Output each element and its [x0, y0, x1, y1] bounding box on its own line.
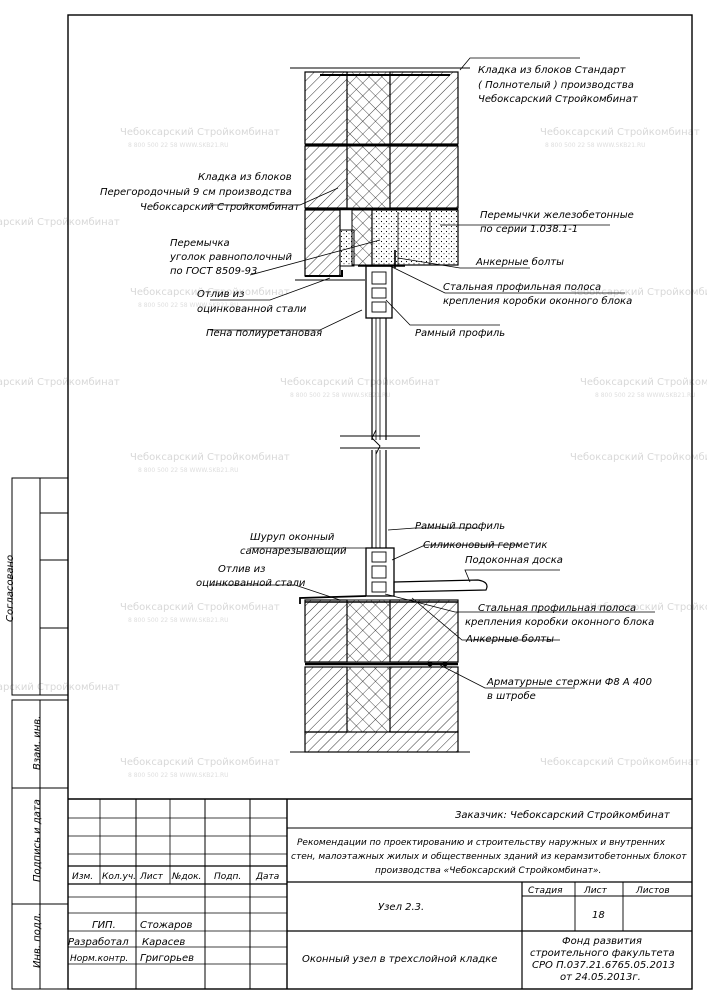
svg-text:Кладка из блоков Стандарт: Кладка из блоков Стандарт — [478, 64, 627, 76]
svg-text:Чебоксарский Стройкомбинат: Чебоксарский Стройкомбинат — [140, 201, 301, 213]
svg-text:Арматурные стержни Ф8 А 400: Арматурные стержни Ф8 А 400 — [486, 677, 652, 688]
svg-text:Рамный профиль: Рамный профиль — [415, 521, 505, 532]
top-wall-section — [290, 67, 470, 281]
svg-text:Лист: Лист — [583, 886, 608, 896]
stamp-inv-replace: Взам. инв. — [32, 716, 43, 770]
side-stamp — [11, 477, 69, 990]
svg-text:Норм.контр.: Норм.контр. — [70, 954, 128, 964]
svg-text:Чебоксарский Стройкомбинат: Чебоксарский Стройкомбинат — [570, 452, 707, 463]
svg-text:Чебоксарский Стройкомбинат: Чебоксарский Стройкомбинат — [130, 287, 290, 298]
svg-text:Фонд развития: Фонд развития — [562, 936, 642, 947]
svg-text:Григорьев: Григорьев — [140, 953, 194, 964]
svg-text:18: 18 — [592, 910, 605, 921]
svg-text:оцинкованной стали: оцинкованной стали — [196, 578, 306, 589]
svg-text:Кладка из блоков: Кладка из блоков — [198, 171, 292, 183]
svg-text:Подп.: Подп. — [214, 872, 241, 882]
svg-text:Чебоксарский Стройкомбинат: Чебоксарский Стройкомбинат — [280, 377, 440, 388]
svg-text:8 800 500 22 58 WWW.SKB21.RU: 8 800 500 22 58 WWW.SKB21.RU — [138, 302, 239, 309]
svg-text:Стожаров: Стожаров — [140, 920, 193, 931]
node-label: Узел 2.3. — [378, 902, 424, 913]
svg-text:по серии 1.038.1-1: по серии 1.038.1-1 — [480, 224, 578, 235]
callouts: Кладка из блоков Стандарт ( Полнотелый )… — [100, 64, 654, 702]
svg-text:Отлив из: Отлив из — [197, 289, 244, 300]
svg-text:Перемычка: Перемычка — [170, 238, 230, 249]
svg-text:Силиконовый герметик: Силиконовый герметик — [423, 540, 547, 551]
svg-text:8 800 500 22 58 WWW.SKB21.RU: 8 800 500 22 58 WWW.SKB21.RU — [595, 392, 696, 399]
svg-text:Отлив из: Отлив из — [218, 564, 265, 575]
svg-text:производства «Чебоксарский Стр: производства «Чебоксарский Стройкомбинат… — [375, 866, 601, 876]
svg-text:СРО П.037.21.6765.05.2013: СРО П.037.21.6765.05.2013 — [532, 960, 675, 971]
svg-text:Стадия: Стадия — [528, 886, 563, 896]
watermark-layer: Чебоксарский Стройкомбинат Чебоксарский … — [0, 127, 707, 779]
svg-text:самонарезывающий: самонарезывающий — [240, 546, 347, 557]
svg-text:Чебоксарский Стройкомбинат: Чебоксарский Стройкомбинат — [570, 287, 707, 298]
svg-text:ГИП.: ГИП. — [92, 920, 116, 931]
svg-text:Перемычки железобетонные: Перемычки железобетонные — [480, 209, 634, 221]
svg-text:8 800 500 22 58 WWW.SKB21.RU: 8 800 500 22 58 WWW.SKB21.RU — [290, 392, 391, 399]
svg-text:стен, малоэтажных жилых и обще: стен, малоэтажных жилых и общественных з… — [291, 852, 687, 862]
svg-text:Чебоксарский Стройкомбинат: Чебоксарский Стройкомбинат — [540, 757, 700, 768]
svg-text:8 800 500 22 58 WWW.SKB21.RU: 8 800 500 22 58 WWW.SKB21.RU — [545, 142, 646, 149]
svg-text:по ГОСТ 8509-93: по ГОСТ 8509-93 — [170, 266, 257, 277]
title-block-text: Заказчик: Чебоксарский Стройкомбинат Рек… — [68, 809, 687, 983]
svg-text:Лист: Лист — [139, 872, 164, 882]
svg-text:Кол.уч.: Кол.уч. — [102, 872, 136, 882]
stamp-sign-date: Подпись и дата — [32, 799, 43, 882]
customer: Заказчик: Чебоксарский Стройкомбинат — [455, 809, 671, 821]
svg-text:Чебоксарский Стройкомбинат: Чебоксарский Стройкомбинат — [478, 93, 639, 105]
svg-text:8 800 500 22 58 WWW.SKB21.RU: 8 800 500 22 58 WWW.SKB21.RU — [128, 772, 229, 779]
svg-text:Подоконная доска: Подоконная доска — [465, 555, 563, 566]
svg-text:№док.: №док. — [171, 872, 201, 882]
svg-text:Анкерные болты: Анкерные болты — [465, 633, 554, 645]
svg-text:Чебоксарский Стройкомбинат: Чебоксарский Стройкомбинат — [0, 217, 120, 228]
svg-text:крепления коробки оконного бло: крепления коробки оконного блока — [443, 295, 632, 307]
svg-text:8 800 500 22 58 WWW.SKB21.RU: 8 800 500 22 58 WWW.SKB21.RU — [128, 142, 229, 149]
svg-text:Чебоксарский Стройкомбинат: Чебоксарский Стройкомбинат — [590, 602, 707, 613]
svg-text:Перегородочный 9 см производст: Перегородочный 9 см производства — [100, 187, 292, 198]
svg-text:Листов: Листов — [635, 886, 670, 896]
svg-text:Чебоксарский Стройкомбинат: Чебоксарский Стройкомбинат — [0, 682, 120, 693]
leader-lines — [205, 57, 655, 689]
drawing-title: Оконный узел в трехслойной кладке — [302, 954, 497, 965]
svg-text:Чебоксарский Стройкомбинат: Чебоксарский Стройкомбинат — [130, 452, 290, 463]
bottom-wall-section — [290, 599, 470, 753]
svg-text:уголок равнополочный: уголок равнополочный — [169, 252, 293, 263]
window-frame — [299, 265, 488, 604]
svg-text:Анкерные болты: Анкерные болты — [475, 256, 564, 268]
svg-text:Разработал: Разработал — [68, 936, 129, 948]
svg-text:Стальная профильная полоса: Стальная профильная полоса — [478, 603, 636, 614]
svg-text:строительного факультета: строительного факультета — [530, 948, 675, 959]
svg-text:Чебоксарский Стройкомбинат: Чебоксарский Стройкомбинат — [120, 127, 280, 138]
stamp-agreed: Согласовано — [5, 555, 16, 622]
svg-text:Чебоксарский Стройкомбинат: Чебоксарский Стройкомбинат — [540, 127, 700, 138]
svg-text:в штробе: в штробе — [487, 690, 536, 702]
svg-text:Рекомендации по проектированию: Рекомендации по проектированию и строите… — [297, 838, 666, 848]
svg-text:оцинкованной стали: оцинкованной стали — [197, 304, 307, 315]
svg-text:Чебоксарский Стройкомбинат: Чебоксарский Стройкомбинат — [0, 377, 120, 388]
svg-text:( Полнотелый ) производства: ( Полнотелый ) производства — [478, 80, 634, 91]
svg-text:Чебоксарский Стройкомбинат: Чебоксарский Стройкомбинат — [120, 757, 280, 768]
svg-text:8 800 500 22 58 WWW.SKB21.RU: 8 800 500 22 58 WWW.SKB21.RU — [138, 467, 239, 474]
svg-text:крепления коробки оконного бло: крепления коробки оконного блока — [465, 616, 654, 628]
svg-text:Чебоксарский Стройкомбинат: Чебоксарский Стройкомбинат — [580, 377, 707, 388]
svg-text:Чебоксарский Стройкомбинат: Чебоксарский Стройкомбинат — [120, 602, 280, 613]
svg-text:Изм.: Изм. — [72, 872, 93, 882]
title-block — [68, 798, 692, 989]
svg-text:Дата: Дата — [255, 872, 279, 882]
svg-text:Карасев: Карасев — [142, 937, 185, 948]
svg-text:Пена полиуретановая: Пена полиуретановая — [206, 328, 322, 339]
stamp-inv-orig: Инв. подл. — [32, 913, 43, 968]
svg-text:от 24.05.2013г.: от 24.05.2013г. — [560, 972, 641, 983]
svg-text:Стальная профильная полоса: Стальная профильная полоса — [443, 282, 601, 293]
svg-text:8 800 500 22 58 WWW.SKB21.RU: 8 800 500 22 58 WWW.SKB21.RU — [128, 617, 229, 624]
svg-text:Шуруп оконный: Шуруп оконный — [250, 532, 335, 543]
svg-text:Рамный профиль: Рамный профиль — [415, 328, 505, 339]
